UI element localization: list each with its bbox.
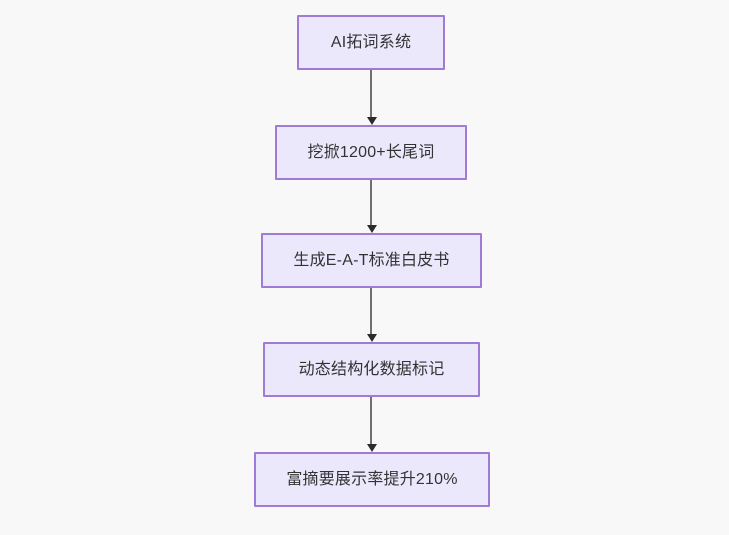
edge-line (370, 397, 372, 445)
flow-node-rich-snippet-impression-lift[interactable]: 富摘要展示率提升210% (254, 452, 490, 507)
flow-node-dynamic-structured-data-markup[interactable]: 动态结构化数据标记 (263, 342, 480, 397)
arrowhead-icon (367, 444, 377, 452)
edge-line (370, 180, 372, 226)
flow-node-label: 生成E-A-T标准白皮书 (293, 251, 450, 269)
flow-node-label: 挖掀1200+长尾词 (307, 143, 435, 161)
flow-node-label: 富摘要展示率提升210% (286, 470, 458, 488)
flow-node-mine-longtail-keywords[interactable]: 挖掀1200+长尾词 (275, 125, 467, 180)
arrowhead-icon (367, 334, 377, 342)
edge-line (370, 288, 372, 335)
flow-node-label: AI拓词系统 (330, 33, 412, 51)
flow-node-generate-eat-whitepaper[interactable]: 生成E-A-T标准白皮书 (261, 233, 482, 288)
flow-node-label: 动态结构化数据标记 (298, 360, 445, 378)
flow-node-ai-keyword-system[interactable]: AI拓词系统 (297, 15, 445, 70)
arrowhead-icon (367, 225, 377, 233)
edge-line (370, 70, 372, 118)
arrowhead-icon (367, 117, 377, 125)
